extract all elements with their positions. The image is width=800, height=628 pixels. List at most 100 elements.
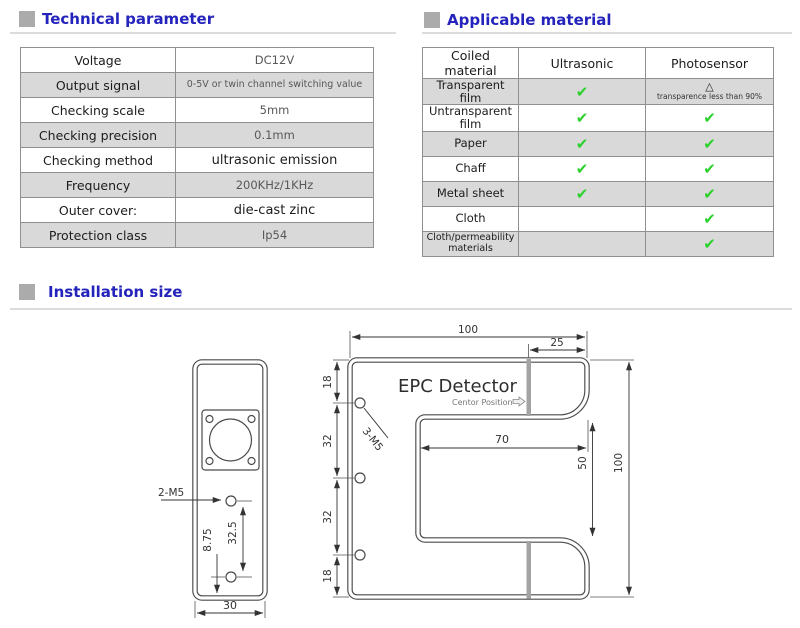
section-bullet-icon [424, 11, 440, 28]
table-row: Transparent film ✔ △ transparence less t… [422, 77, 774, 106]
svg-text:18: 18 [322, 569, 334, 582]
svg-text:100: 100 [613, 453, 625, 473]
mounting-hole [225, 571, 237, 583]
section-title: Applicable material [447, 10, 612, 29]
svg-text:32: 32 [322, 434, 334, 447]
table-row: Paper ✔ ✔ [422, 130, 774, 157]
flange-plate [201, 409, 260, 471]
param-value: die-cast zinc [175, 197, 374, 223]
param-label: Voltage [20, 47, 176, 73]
check-icon: ✔ [575, 135, 589, 154]
column-header: Coiled material [422, 47, 519, 79]
triangle-icon: △ [705, 80, 714, 94]
svg-text:32: 32 [322, 510, 334, 523]
check-icon: ✔ [703, 135, 716, 154]
side-view: 2-M5 32.5 8.75 30 [158, 359, 268, 618]
svg-text:25: 25 [550, 337, 563, 349]
side-view-outline [192, 359, 268, 601]
table-row: Cloth/permeability materials ✔ [422, 230, 774, 257]
svg-text:30: 30 [223, 599, 237, 612]
applicable-material-header: Applicable material [424, 9, 612, 29]
center-position-arrow-icon [512, 396, 526, 407]
triangle-note: transparence less than 90% [656, 92, 763, 102]
dimension-25: 25 [528, 337, 586, 358]
header-underline [422, 32, 792, 34]
material-label: Cloth [422, 205, 519, 232]
dimension-left-stack: 18 32 32 18 [322, 359, 354, 598]
table-row: Outer cover:die-cast zinc [20, 197, 374, 223]
flange-screw-hole [205, 414, 214, 424]
cap-seam-line [526, 359, 531, 416]
svg-text:8.75: 8.75 [202, 528, 214, 551]
flange-screw-hole [247, 456, 256, 466]
flange-screw-hole [205, 456, 214, 466]
param-label: Protection class [20, 222, 176, 248]
detector-title: EPC Detector [398, 376, 518, 397]
dimension-30: 30 [194, 599, 266, 618]
technical-parameter-header: Technical parameter [19, 8, 214, 28]
check-icon: ✔ [575, 160, 589, 179]
check-icon: ✔ [703, 210, 716, 229]
param-label: Outer cover: [20, 197, 176, 223]
mounting-hole [354, 397, 366, 409]
check-icon: ✔ [703, 235, 716, 254]
svg-text:100: 100 [458, 324, 478, 336]
mounting-hole [354, 549, 366, 561]
table-row: Cloth ✔ [422, 205, 774, 232]
param-value: 0.1mm [175, 122, 374, 148]
svg-text:32.5: 32.5 [227, 521, 239, 544]
section-bullet-icon [19, 10, 35, 27]
table-row: Chaff ✔ ✔ [422, 155, 774, 182]
param-value: DC12V [175, 47, 374, 73]
material-label: Metal sheet [422, 180, 519, 207]
dimension-32-5: 32.5 [227, 500, 252, 578]
svg-text:18: 18 [322, 375, 334, 388]
dimension-70: 70 [420, 420, 589, 452]
dimension-50: 50 [577, 422, 596, 537]
installation-drawing: 2-M5 32.5 8.75 30 [158, 324, 634, 618]
table-header-row: Coiled material Ultrasonic Photosensor [422, 47, 774, 79]
mounting-hole [354, 472, 366, 484]
column-header: Ultrasonic [518, 47, 646, 79]
check-icon: ✔ [575, 185, 589, 204]
mounting-hole [225, 495, 237, 507]
param-value: 5mm [175, 97, 374, 123]
check-icon: ✔ [575, 83, 589, 102]
bolt-callout-2m5: 2-M5 [158, 487, 222, 503]
param-label: Checking precision [20, 122, 176, 148]
param-value: ultrasonic emission [175, 147, 374, 173]
material-label: Untransparent film [422, 104, 519, 132]
check-icon: ✔ [703, 160, 716, 179]
section-bullet-icon [19, 283, 35, 300]
section-title: Installation size [48, 282, 183, 301]
svg-text:70: 70 [495, 433, 509, 446]
center-position-label: Centor Position [452, 398, 513, 407]
cap-seam-line [526, 541, 531, 599]
material-label: Cloth/permeability materials [422, 230, 519, 257]
applicable-material-table: Coiled material Ultrasonic Photosensor T… [422, 47, 774, 257]
check-icon: ✔ [575, 109, 589, 128]
param-value: 200KHz/1KHz [175, 172, 374, 198]
flange-circle [208, 418, 253, 462]
param-label: Output signal [20, 72, 176, 98]
column-header: Photosensor [645, 47, 774, 79]
front-view: EPC Detector Centor Position 3-M5 100 25 [322, 324, 634, 600]
param-label: Checking method [20, 147, 176, 173]
svg-text:2-M5: 2-M5 [158, 487, 184, 499]
svg-text:50: 50 [577, 456, 589, 469]
check-icon: ✔ [703, 185, 716, 204]
dimension-top-100: 100 [349, 324, 588, 358]
flange-screw-hole [247, 414, 256, 424]
param-label: Checking scale [20, 97, 176, 123]
installation-size-header: Installation size [19, 281, 182, 301]
param-label: Frequency [20, 172, 176, 198]
material-label: Transparent film [422, 77, 519, 106]
